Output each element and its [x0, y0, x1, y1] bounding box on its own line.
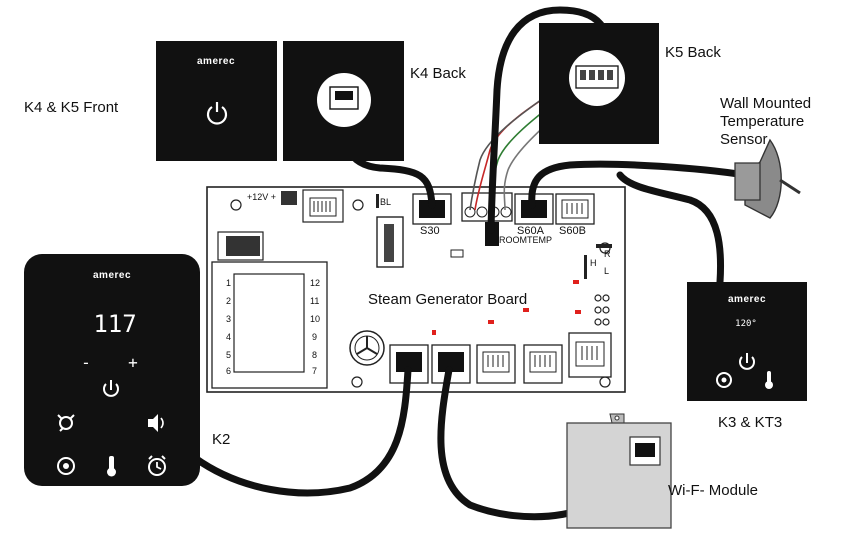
r-label: R [604, 249, 611, 259]
fan-icon [349, 330, 385, 366]
aroma-icon[interactable] [57, 457, 75, 475]
k5-back-label: K5 Back [665, 44, 721, 61]
svg-text:8: 8 [312, 350, 317, 360]
svg-text:1: 1 [226, 278, 231, 288]
sensor-cable [528, 160, 749, 209]
wifi-module [566, 413, 672, 529]
k2-control-panel: amerec 117 - + [24, 254, 200, 486]
steam-icon[interactable] [57, 414, 75, 432]
l-label: L [604, 266, 609, 276]
s30-port[interactable]: S30 [412, 193, 452, 237]
board-jack-2[interactable] [431, 344, 471, 384]
bl-label: BL [380, 197, 391, 207]
k3-display: 120° [735, 319, 757, 329]
k2-plus-button[interactable]: + [128, 353, 138, 372]
k3-kt3-label: K3 & KT3 [718, 414, 782, 431]
k2-label: K2 [212, 431, 230, 448]
s60b-label: S60B [559, 225, 586, 237]
k4-back-panel [283, 41, 404, 161]
k5-back-panel [539, 23, 659, 144]
s60b-port[interactable]: S60B [555, 193, 595, 237]
cables [191, 6, 749, 521]
svg-text:5: 5 [226, 350, 231, 360]
k3-kt3-panel: amerec 120° [687, 282, 807, 401]
sensor-label-line-1: Wall Mounted [720, 95, 811, 112]
svg-text:9: 9 [312, 332, 317, 342]
speaker-icon[interactable] [148, 414, 164, 432]
svg-text:7: 7 [312, 366, 317, 376]
power-label: +12V + [247, 192, 276, 202]
k5-cable [487, 6, 612, 234]
power-icon[interactable] [103, 380, 119, 397]
svg-text:6: 6 [226, 366, 231, 376]
k4-back-label: K4 Back [410, 65, 466, 82]
k2-display: 117 [93, 310, 136, 338]
wifi-label: Wi-F- Module [668, 482, 758, 499]
aroma-icon[interactable] [716, 372, 732, 388]
roomtemp-label: ROOMTEMP [499, 235, 552, 245]
board-jack-3[interactable] [476, 344, 516, 384]
power-icon[interactable] [206, 102, 228, 125]
thermometer-icon[interactable] [107, 456, 116, 477]
thermometer-icon[interactable] [765, 371, 773, 389]
k2-cable [191, 366, 412, 497]
board-label: Steam Generator Board [368, 291, 527, 308]
svg-text:3: 3 [226, 314, 231, 324]
h-label: H [590, 258, 597, 268]
k4-k5-front-label: K4 & K5 Front [24, 99, 119, 116]
svg-text:11: 11 [310, 296, 319, 306]
svg-text:12: 12 [310, 278, 320, 288]
board-jack-5[interactable] [568, 332, 612, 378]
sensor-label-line-2: Temperature [720, 113, 804, 130]
k4-front-brand: amerec [197, 56, 235, 67]
temperature-sensor [734, 138, 801, 219]
k3-brand: amerec [728, 294, 766, 305]
alarm-clock-icon[interactable] [148, 455, 166, 476]
power-icon[interactable] [739, 353, 755, 370]
svg-text:2: 2 [226, 296, 231, 306]
s60a-label: S60A [517, 225, 545, 237]
k2-brand: amerec [93, 270, 131, 281]
k4-k5-front-panel: amerec [156, 41, 277, 161]
svg-text:10: 10 [310, 314, 320, 324]
steam-generator-board: +12V + BL 1 2 3 4 5 6 12 11 10 9 8 7 [206, 186, 626, 393]
s30-label: S30 [420, 225, 440, 237]
k2-minus-button[interactable]: - [81, 353, 91, 372]
svg-text:4: 4 [226, 332, 231, 342]
board-jack-4[interactable] [523, 344, 563, 384]
sensor-label-line-3: Sensor [720, 131, 768, 148]
k3-cable [616, 171, 725, 286]
